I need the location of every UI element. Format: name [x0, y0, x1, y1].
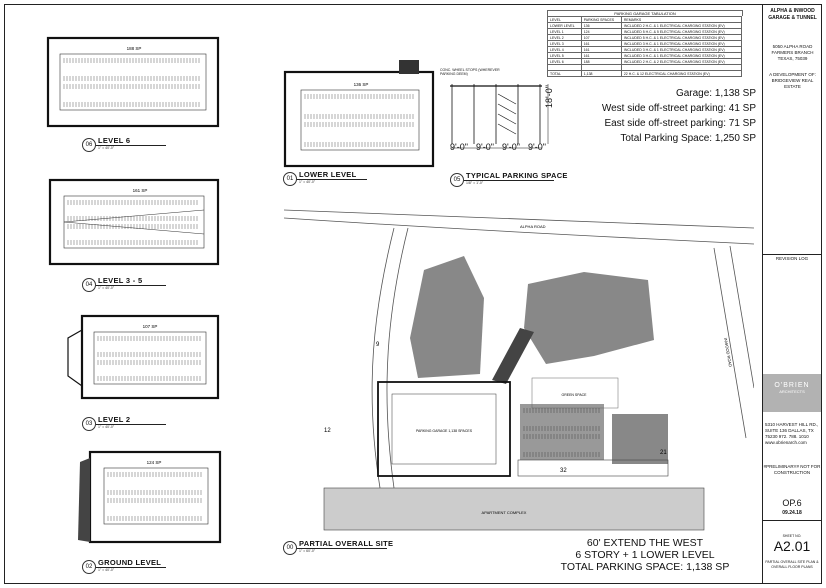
- level-2-number: 03: [82, 417, 96, 431]
- typical-space-depth-dim: 18'-0": [544, 85, 554, 108]
- tabulation-table: LEVEL PARKING SPACES REMARKS LOWER LEVEL…: [547, 16, 743, 77]
- level-6-title: LEVEL 6: [98, 136, 131, 145]
- dim-4: 9'-0": [528, 142, 546, 152]
- alpha-road-label: ALPHA ROAD: [520, 224, 546, 229]
- level-3-5-sp: 161 SP: [133, 188, 148, 193]
- site-plan: APARTMENT COMPLEX ALPHA ROAD INWOOD ROAD…: [284, 209, 754, 531]
- title-block: ALPHA & INWOOD GARAGE & TUNNEL 5050 ALPH…: [762, 4, 822, 584]
- summary-east: East side off-street parking: 71 SP: [604, 118, 756, 129]
- ground-level-sp: 124 SP: [147, 460, 162, 465]
- lower-level-sp: 136 SP: [354, 82, 369, 87]
- option: OP.6: [782, 498, 802, 508]
- inwood-road-label: INWOOD ROAD: [723, 337, 733, 367]
- lower-level-plan: 136 SP: [283, 60, 435, 168]
- level-6-number: 06: [82, 138, 96, 152]
- footer-line-2: 6 STORY + 1 LOWER LEVEL: [575, 549, 715, 561]
- sheet-label: SHEET NO.: [782, 534, 802, 538]
- level-3-5-plan: 161 SP: [48, 178, 220, 266]
- east-parking-count-21: 21: [660, 450, 667, 456]
- site-title: PARTIAL OVERALL SITE: [299, 539, 394, 548]
- footer-note: 60' EXTEND THE WEST 6 STORY + 1 LOWER LE…: [560, 537, 730, 573]
- firm-name: O'BRIEN: [774, 382, 810, 389]
- level-2-sp: 107 SP: [143, 324, 158, 329]
- project-address: 5050 ALPHA ROAD FARMERS BRANCH TEXAS, 75…: [771, 43, 814, 61]
- level-2-scale: 1" = 40'-0": [98, 425, 115, 429]
- dim-1: 9'-0": [450, 142, 468, 152]
- level-2-plan: 107 SP: [67, 314, 220, 400]
- level-6-sp: 188 SP: [127, 46, 142, 51]
- footer-line-1: 60' EXTEND THE WEST: [586, 537, 704, 549]
- east-parking-count-32: 32: [560, 468, 567, 474]
- firm-sub: ARCHITECTS: [779, 389, 805, 394]
- date: 09.24.18: [782, 510, 802, 516]
- typical-space-number: 05: [450, 173, 464, 187]
- ground-level-number: 02: [82, 560, 96, 574]
- ground-level-plan: 124 SP: [78, 450, 222, 544]
- revision-log: REVISION LOG: [775, 256, 809, 261]
- west-parking-count: 12: [324, 428, 331, 434]
- level-3-5-title: LEVEL 3 - 5: [98, 276, 143, 285]
- typical-parking-space-detail: [450, 84, 549, 149]
- summary-total: Total Parking Space: 1,250 SP: [620, 133, 756, 144]
- typical-space-scale: 1/8" = 1'-0": [466, 181, 484, 185]
- tabulation-title: PARKING GARAGE TABULATION: [547, 10, 743, 16]
- level-3-5-number: 04: [82, 278, 96, 292]
- firm-logo: O'BRIEN ARCHITECTS: [763, 374, 821, 412]
- parking-summary: Garage: 1,138 SP West side off-street pa…: [570, 86, 756, 146]
- lower-level-scale: 1" = 40'-0": [299, 180, 316, 184]
- typical-space-width-dims: 9'-0" 9'-0" 9'-0" 9'-0": [450, 142, 546, 152]
- wheel-stop-note: CONC. WHEEL STOPS (WHEREVER PARKING DEEM…: [440, 68, 500, 76]
- apartment-complex-label: APARTMENT COMPLEX: [482, 510, 527, 515]
- level-6-scale: 1" = 40'-0": [98, 146, 115, 150]
- footer-line-3: TOTAL PARKING SPACE: 1,138 SP: [560, 561, 730, 573]
- site-number: 00: [283, 541, 297, 555]
- sheet-description: PARTIAL OVERALL SITE PLAN & OVERALL FLOO…: [765, 560, 819, 569]
- north-parking-count: 9: [376, 342, 380, 348]
- site-garage-label: PARKING GARAGE 1,138 SPACES: [416, 429, 473, 433]
- dim-3: 9'-0": [502, 142, 520, 152]
- green-space-label: GREEN SPACE: [561, 393, 587, 397]
- level-6-plan: 188 SP: [46, 36, 220, 128]
- preliminary-stamp: #PRELIMINARY# NOT FOR CONSTRUCTION: [763, 464, 821, 476]
- dim-2: 9'-0": [476, 142, 494, 152]
- site-scale: 1" = 60'-0": [299, 549, 316, 553]
- ground-level-scale: 1" = 40'-0": [98, 568, 115, 572]
- summary-garage: Garage: 1,138 SP: [675, 88, 756, 99]
- lower-level-number: 01: [283, 172, 297, 186]
- level-3-5-scale: 1" = 40'-0": [98, 286, 115, 290]
- developer: A DEVELOPMENT OF: BRIDGEVIEW REAL ESTATE: [769, 71, 816, 89]
- drawing-sheet-border: [4, 4, 822, 584]
- lower-level-title: LOWER LEVEL: [299, 170, 357, 179]
- project-title: ALPHA & INWOOD GARAGE & TUNNEL: [768, 8, 817, 21]
- level-2-title: LEVEL 2: [98, 415, 131, 424]
- ground-level-title: GROUND LEVEL: [98, 558, 162, 567]
- typical-space-title: TYPICAL PARKING SPACE: [466, 171, 568, 180]
- summary-west: West side off-street parking: 41 SP: [601, 103, 756, 114]
- sheet-number: A2.01: [773, 538, 811, 554]
- parking-tabulation: PARKING GARAGE TABULATION LEVEL PARKING …: [547, 10, 755, 77]
- firm-address: 5310 HARVEST HILL RD., SUITE 136 DALLAS,…: [765, 422, 819, 446]
